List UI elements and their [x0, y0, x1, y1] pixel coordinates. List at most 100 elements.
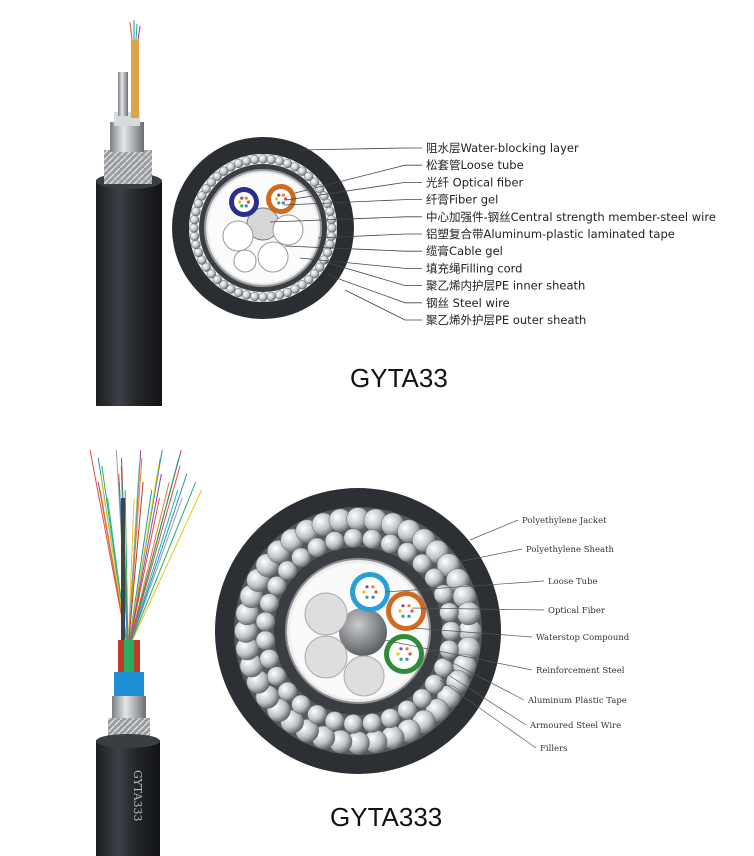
bottom-label-item: Aluminum Plastic Tape	[527, 696, 627, 706]
bottom-reinforcement-steel	[339, 608, 387, 656]
leader-line	[269, 216, 422, 223]
bottom-armour-wire-ball	[433, 584, 454, 605]
bottom-label-item: Fillers	[540, 744, 568, 754]
optical-fiber-dot	[277, 193, 281, 197]
bottom-armour-wire-ball	[307, 704, 327, 725]
top-steel-wire	[219, 280, 229, 290]
optical-fiber-dot	[281, 193, 285, 197]
leader-line	[327, 274, 422, 304]
optical-fiber-dot	[246, 200, 251, 204]
bottom-leader-lines	[383, 519, 545, 749]
fiber-strand	[127, 481, 144, 651]
top-outer-jacket	[96, 180, 162, 406]
top-label-item: 聚乙烯内护层PE inner sheath	[426, 279, 585, 293]
fiber-strand	[127, 473, 140, 651]
fiber-strand	[127, 473, 188, 651]
optical-fiber-dot	[405, 657, 409, 661]
bottom-armour-wire-ball	[291, 694, 311, 715]
top-label-item: 阻水层Water-blocking layer	[426, 141, 579, 155]
top-steel-wire	[258, 292, 268, 302]
top-steel-wire	[189, 231, 200, 241]
leader-line	[283, 199, 422, 206]
leader-line	[469, 519, 519, 541]
bottom-armour-wire-ball	[439, 639, 459, 660]
top-filler	[257, 241, 289, 273]
bottom-armoured-wire-inner	[255, 528, 461, 734]
top-label-item: 钢丝 Steel wire	[426, 296, 510, 310]
fiber-strand	[127, 481, 170, 651]
top-cross-section	[172, 137, 354, 319]
bottom-armour-wire-ball	[277, 560, 298, 581]
bottom-label-item: Reinforcement Steel	[536, 666, 625, 676]
top-steel-wire	[297, 166, 307, 176]
leader-line	[427, 649, 525, 701]
top-steel-wire	[304, 171, 314, 182]
top-steel-wire	[282, 287, 293, 298]
top-steel-wire	[201, 184, 211, 194]
bottom-armour-wire-ball	[362, 713, 382, 733]
top-label-item: 填充绳Filling cord	[426, 261, 523, 275]
bottom-armour-wire-ball	[397, 700, 417, 720]
bottom-outer-jacket	[96, 740, 160, 856]
bottom-armour-wire-ball	[307, 537, 327, 558]
bottom-armoured-wire-outer	[234, 507, 482, 755]
top-steel-wire	[201, 262, 211, 272]
top-steel-wire	[309, 269, 320, 279]
top-steel-wire	[274, 290, 285, 300]
top-steel-wire-layer	[104, 150, 152, 184]
bottom-armour-wire-ball	[291, 547, 311, 568]
top-steel-wire	[315, 262, 325, 272]
leader-line	[317, 233, 422, 239]
bottom-fiber-bundle	[89, 449, 203, 651]
fiber-strand	[127, 465, 160, 651]
optical-fiber-dot	[401, 614, 405, 618]
top-steel-wire	[315, 184, 325, 194]
optical-fiber-dot	[365, 585, 369, 589]
optical-fiber-dot	[374, 590, 378, 594]
bottom-armour-wire-ball	[380, 708, 401, 728]
optical-fiber-dot	[362, 590, 366, 594]
top-label-item: 纤膏Fiber gel	[426, 193, 498, 207]
top-steel-wire	[250, 291, 260, 302]
bottom-label-item: Armoured Steel Wire	[529, 721, 621, 731]
top-steel-wire	[226, 284, 236, 294]
top-steel-wire	[233, 287, 244, 298]
fiber-strand	[127, 473, 162, 651]
bottom-armour-wire-ball	[277, 681, 298, 702]
optical-fiber-dot	[371, 585, 375, 589]
top-label-list: 阻水层Water-blocking layer 松套管Loose tube 光纤 O…	[426, 141, 716, 327]
bottom-armour-wire-ball	[433, 657, 454, 678]
top-steel-wire	[233, 158, 244, 169]
bottom-armour-wire-ball	[380, 534, 401, 554]
bottom-label-item: Loose Tube	[548, 577, 598, 587]
optical-fiber-dot	[405, 647, 409, 651]
top-label-item: 光纤 Optical fiber	[426, 175, 524, 189]
leader-line	[284, 245, 422, 252]
bottom-armour-wire-ball	[424, 674, 445, 694]
top-steel-wire	[327, 223, 337, 233]
optical-fiber-dot	[244, 204, 248, 208]
leader-line	[299, 257, 422, 269]
fiber-strand	[127, 457, 180, 651]
leader-line	[383, 639, 533, 671]
leader-line	[285, 181, 422, 201]
bottom-armour-wire-ball	[255, 611, 276, 632]
optical-fiber-dot	[244, 196, 248, 200]
optical-fiber-dot	[407, 604, 411, 608]
leader-line	[299, 147, 422, 151]
bottom-label-item: Polyethylene Jacket	[522, 516, 607, 526]
bottom-armour-wire-ball	[456, 601, 481, 626]
top-label-item: 松套管Loose tube	[426, 158, 524, 172]
optical-fiber-dot	[407, 614, 411, 618]
top-fibers	[129, 20, 141, 41]
top-steel-wire	[193, 198, 204, 209]
top-steel-wire	[197, 191, 207, 201]
leader-line	[344, 289, 422, 321]
bottom-aluminum-tape	[112, 696, 146, 720]
fiber-strand	[124, 489, 129, 651]
bottom-label-item: Waterstop Compound	[536, 633, 630, 643]
top-steel-wire	[309, 177, 320, 187]
top-steel-wire	[197, 255, 207, 265]
top-steel-wire	[189, 215, 200, 225]
